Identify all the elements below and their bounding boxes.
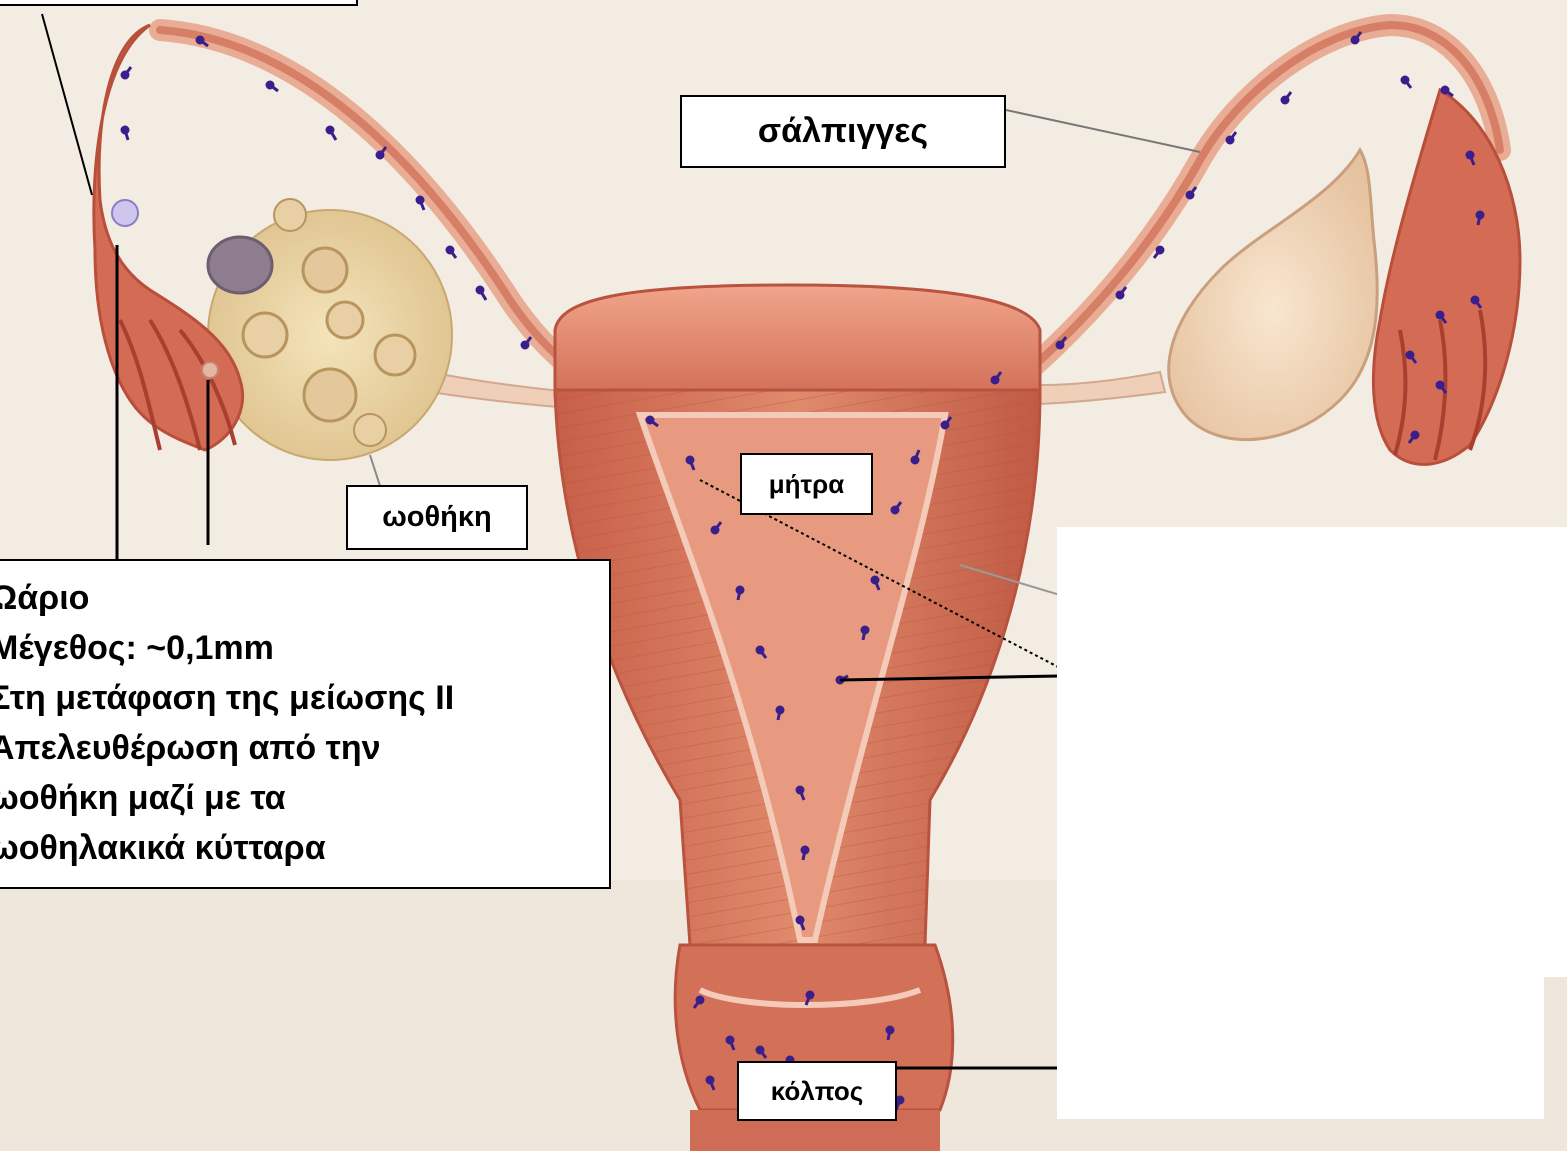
ovum-info-line: Στη μετάφαση της μείωσης ΙΙ [0, 673, 609, 723]
ovum-info-box: Ωάριο Μέγεθος: ~0,1mm Στη μετάφαση της μ… [0, 559, 611, 889]
blank-label-area-lower [1057, 977, 1544, 1119]
top-left-label-box [0, 0, 358, 6]
ovum-info-line: Μέγεθος: ~0,1mm [0, 623, 609, 673]
label-vagina: κόλπος [737, 1061, 897, 1121]
label-fallopian-tubes: σάλπιγγες [680, 95, 1006, 168]
ovum-info-line: Απελευθέρωση από την [0, 723, 609, 773]
ovum-info-line: Ωάριο [0, 573, 609, 623]
ovum-info-line: ωοθήκη μαζί με τα [0, 773, 609, 823]
label-uterus: μήτρα [740, 453, 873, 515]
blank-label-area [1057, 527, 1567, 977]
label-ovary: ωοθήκη [346, 485, 528, 550]
ovum-info-line: ωοθηλακικά κύτταρα [0, 823, 609, 873]
